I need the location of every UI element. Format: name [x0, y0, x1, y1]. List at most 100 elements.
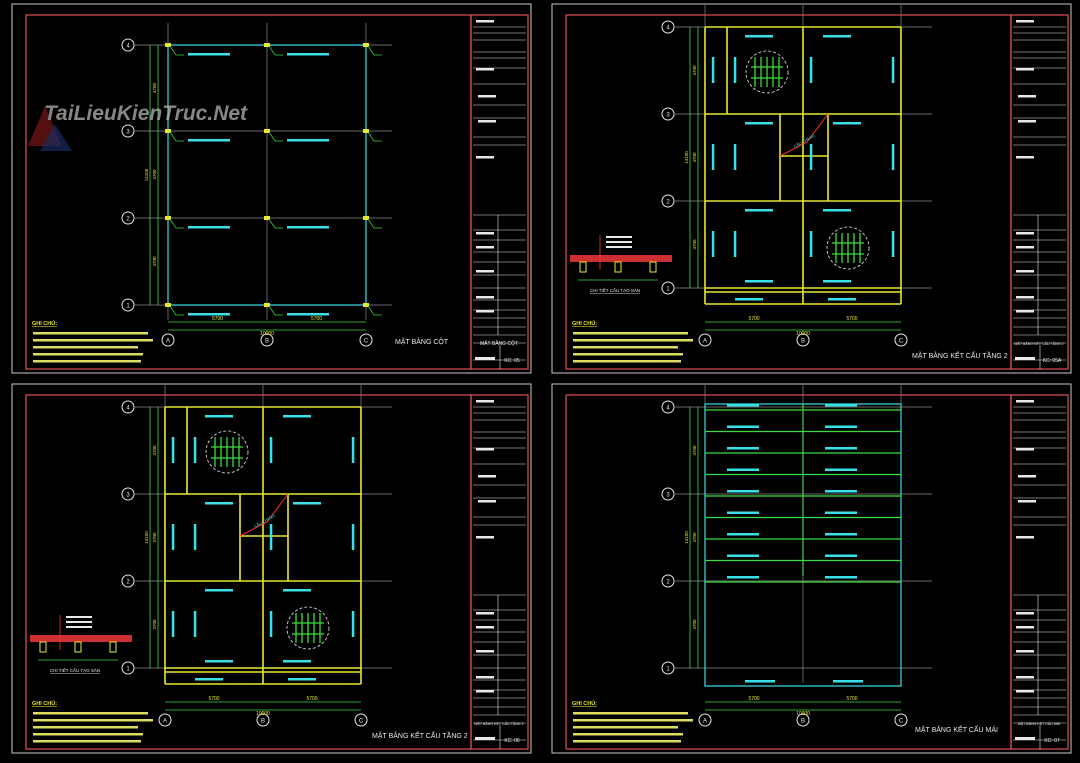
title-block-frame: [1010, 14, 1069, 370]
grid-bubble-row: [661, 194, 675, 208]
column-marker: [165, 216, 171, 220]
general-notes: GHI CHÚ:: [32, 320, 153, 363]
general-notes: GHI CHÚ:: [572, 700, 693, 743]
grid-row-label: 2: [666, 580, 670, 586]
grid-column-label: A: [166, 339, 170, 345]
purlin-tag-text-mark: [727, 490, 759, 493]
column-marker: [165, 303, 171, 307]
column-tag-text-mark: [188, 313, 230, 316]
sheet-frame: [25, 14, 472, 370]
sheet-code: KC: 05: [504, 358, 520, 364]
column-leader-line: [169, 218, 184, 229]
title-block-text-mark: [1018, 475, 1036, 478]
note-line-text-mark: [573, 719, 693, 722]
notes-heading: GHI CHÚ:: [32, 320, 57, 327]
beam-tag-text-mark-vertical: [891, 144, 895, 170]
beam-tag-text-mark-vertical: [351, 524, 355, 550]
beam-tag-text-mark: [283, 415, 311, 418]
beam-tag-text-mark-vertical: [733, 144, 737, 170]
column-marker: [264, 303, 270, 307]
title-block-text-mark: [476, 400, 494, 403]
dimension-bay-right: 5700: [846, 696, 857, 702]
beam-tag-text-mark-vertical: [351, 437, 355, 463]
grid-row-label: 1: [126, 304, 130, 310]
slab-detail-label: CHI TIẾT CẤU TẠO SÀN: [50, 667, 100, 673]
title-block-text-mark: [1016, 612, 1034, 615]
grid-bubble-row: [121, 124, 135, 138]
sheet-outer-border: [551, 383, 1072, 754]
slab-detail-label: CHI TIẾT CẤU TẠO SÀN: [590, 287, 640, 293]
title-block-text-mark: [1016, 68, 1034, 71]
column-leader-line: [268, 218, 283, 229]
rebar-detail-circle: [205, 430, 249, 474]
column-marker: [165, 129, 171, 133]
notes-heading: GHI CHÚ:: [572, 700, 597, 707]
purlin-tag-text-mark: [727, 576, 759, 579]
title-block-frame: [470, 394, 529, 750]
grid-bubble-row: [661, 281, 675, 295]
notes-heading: GHI CHÚ:: [32, 700, 57, 707]
beam-tag-text-mark-vertical: [711, 57, 715, 83]
note-line-text-mark: [573, 733, 683, 736]
column-tag-text-mark: [287, 139, 329, 142]
dimension-total-width: 10000: [260, 331, 274, 337]
beam-tag-text-mark: [833, 122, 861, 125]
slab-layer-text-mark: [606, 241, 632, 243]
watermark-logo-icon-2: [40, 124, 72, 151]
dimension-span: 4700: [692, 65, 697, 76]
grid-bubble-column: [796, 333, 810, 347]
slab-section-hatch: [30, 635, 132, 642]
purlin-tag-text-mark: [825, 404, 857, 407]
beam-tag-text-mark-vertical: [193, 611, 197, 637]
grid-column-label: B: [801, 719, 805, 725]
beam-tag-text-mark: [205, 415, 233, 418]
grid-bubble-column: [894, 333, 908, 347]
beam-tag-text-mark-vertical: [809, 231, 813, 257]
grid-bubble-row: [121, 211, 135, 225]
slab-joist: [74, 641, 82, 653]
column-leader-line: [169, 131, 184, 142]
grid-row-label: 1: [666, 667, 670, 673]
dimension-span: 4700: [692, 532, 697, 543]
note-line-text-mark: [573, 346, 678, 349]
grid-bubble-column: [161, 333, 175, 347]
grid-bubble-row: [121, 298, 135, 312]
title-block-drawing-title: MẶT BẰNG KẾT CẤU MÁI: [1018, 721, 1061, 726]
note-line-text-mark: [33, 346, 138, 349]
watermark: TaiLieuKienTruc.Net: [28, 102, 248, 151]
title-block-text-mark: [476, 310, 494, 313]
dimension-bay-right: 5700: [311, 316, 322, 322]
beam-tag-text-mark-vertical: [733, 231, 737, 257]
note-line-text-mark: [33, 339, 153, 342]
grid-row-label: 4: [126, 406, 130, 412]
grid-bubble-row: [121, 574, 135, 588]
beam-tag-text-mark: [745, 680, 775, 683]
dimension-span: 4700: [692, 239, 697, 250]
title-block-text-mark: [1016, 270, 1034, 273]
title-block-text-mark: [1016, 536, 1034, 539]
purlin-tag-text-mark: [825, 468, 857, 471]
title-block-text-mark: [476, 626, 494, 629]
column-leader-line: [169, 305, 184, 316]
grid-bubble-column: [158, 713, 172, 727]
title-block-text-mark: [1016, 20, 1034, 23]
dimension-span: 4700: [692, 152, 697, 163]
grid-row-label: 3: [666, 493, 670, 499]
beam-tag-text-mark: [823, 209, 851, 212]
dimension-total-width: 10000: [256, 711, 270, 717]
sheet-outer-border: [11, 3, 532, 374]
beam-tag-text-mark: [283, 589, 311, 592]
column-marker: [264, 43, 270, 47]
title-block-text-mark: [478, 95, 496, 98]
grid-bubble-row: [661, 661, 675, 675]
beam-tag-text-mark-vertical: [171, 524, 175, 550]
title-block-text-mark: [1016, 626, 1034, 629]
